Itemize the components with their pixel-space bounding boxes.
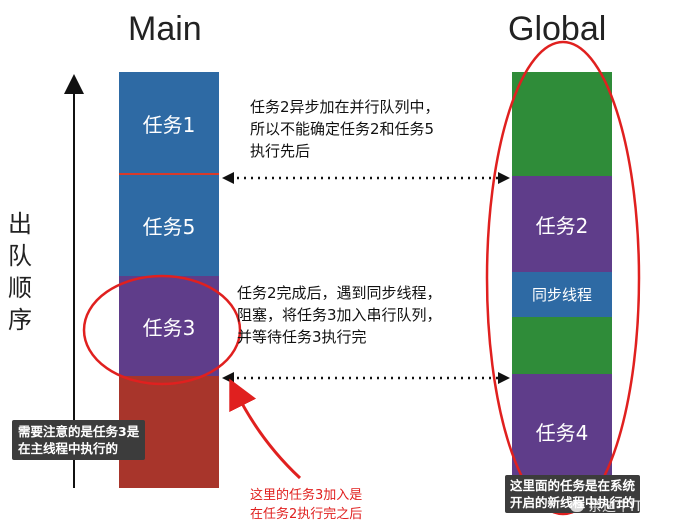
global-block-label: 任务2 (535, 213, 589, 238)
watermark-text: 亲迪牛IT (588, 499, 643, 515)
axis-label-char: 出 (8, 210, 32, 238)
main-block-task1: 任务1 (119, 72, 219, 174)
main-block-task5: 任务5 (119, 175, 219, 276)
note-line: 任务2异步加在并行队列中， (250, 98, 440, 116)
dotted-arrow-top (222, 172, 510, 184)
global-block-label: 同步线程 (531, 286, 592, 304)
watermark: 亲迪牛IT (570, 496, 643, 516)
callout-main-thread: 需要注意的是任务3是 在主线程中执行的 (12, 420, 146, 460)
callout-line: 这里的任务3加入是 (250, 488, 363, 503)
callout-line: 需要注意的是任务3是 (18, 424, 140, 439)
global-block-green-mid (512, 317, 612, 374)
callout-line: 在主线程中执行的 (18, 441, 119, 456)
callout-line: 在任务2执行完之后 (250, 507, 363, 522)
axis-label-char: 顺 (8, 274, 32, 302)
note-line: 阻塞，将任务3加入串行队列， (237, 306, 442, 324)
task3-highlight-ellipse (82, 274, 242, 386)
main-block-label: 任务1 (142, 112, 196, 137)
global-highlight-ellipse (485, 40, 641, 516)
main-block-label: 任务5 (142, 215, 196, 239)
main-block-label: 任务3 (142, 315, 196, 340)
global-block-label: 任务4 (535, 420, 589, 445)
global-block-green-top (512, 72, 612, 176)
main-column-title: Main (128, 10, 202, 48)
axis-label-char: 队 (8, 242, 32, 270)
callout-line: 这里面的任务是在系统 (510, 478, 636, 493)
dequeue-order-label: 出 队 顺 序 (8, 208, 38, 336)
callout-task3-timing: 这里的任务3加入是 在任务2执行完之后 (250, 486, 362, 524)
note-line: 并等待任务3执行完 (237, 328, 367, 346)
global-block-task2: 任务2 (512, 176, 612, 272)
dotted-arrow-bottom (222, 372, 510, 384)
global-block-task4: 任务4 (512, 374, 612, 488)
wechat-icon (570, 500, 584, 512)
note-line: 所以不能确定任务2和任务5 (250, 120, 435, 138)
note-line: 执行先后 (250, 142, 311, 160)
global-block-sync-thread: 同步线程 (512, 272, 612, 317)
red-pointer-arrow (229, 378, 302, 480)
axis-label-char: 序 (8, 306, 32, 334)
note-line: 任务2完成后，遇到同步线程， (237, 284, 442, 302)
main-block-task3: 任务3 (119, 276, 219, 376)
note-sync-blocking: 任务2完成后，遇到同步线程， 阻塞，将任务3加入串行队列， 并等待任务3执行完 (237, 282, 442, 348)
note-async-task2: 任务2异步加在并行队列中， 所以不能确定任务2和任务5 执行先后 (250, 96, 440, 162)
